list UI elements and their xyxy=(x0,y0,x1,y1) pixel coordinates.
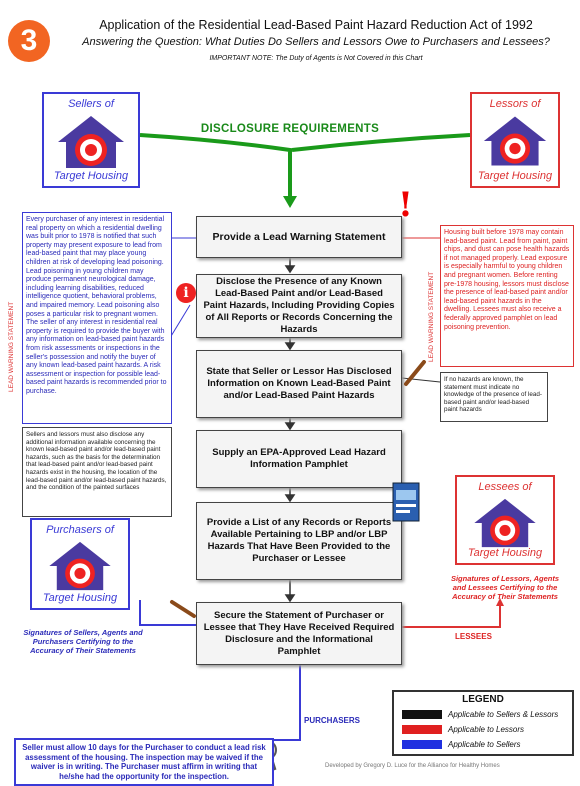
purchasers-flow-label: PURCHASERS xyxy=(304,716,361,725)
house-target-icon xyxy=(483,116,547,166)
lessees-sublabel: Target Housing xyxy=(467,547,543,559)
legend-title: LEGEND xyxy=(462,694,504,705)
step-provide-records: Provide a List of any Records or Reports… xyxy=(196,502,402,580)
legend-label: Applicable to Sellers & Lessors xyxy=(448,709,559,719)
legend-label: Applicable to Sellers xyxy=(448,739,521,749)
legend-item: Applicable to Lessors xyxy=(402,724,524,734)
vertical-label-seller: LEAD WARNING STATEMENT xyxy=(8,301,15,392)
sellers-party-box: Sellers of Target Housing xyxy=(42,92,140,188)
pamphlet-icon xyxy=(392,482,420,522)
house-target-icon xyxy=(49,541,111,591)
lessors-sublabel: Target Housing xyxy=(477,170,553,182)
lessors-party-box: Lessors of Target Housing xyxy=(470,92,560,188)
purchasers-sublabel: Target Housing xyxy=(42,592,118,604)
step-secure-statement: Secure the Statement of Purchaser or Les… xyxy=(196,602,402,665)
step-disclose-presence: Disclose the Presence of any Known Lead-… xyxy=(196,274,402,338)
page-title: Application of the Residential Lead-Base… xyxy=(99,18,533,32)
pen-icon xyxy=(404,360,426,386)
sellers-sublabel: Target Housing xyxy=(53,170,129,182)
green-arrow-sellers xyxy=(139,133,292,198)
step-lead-warning: Provide a Lead Warning Statement xyxy=(196,216,402,258)
seller-signatures-note: Signatures of Sellers, Agents and Purcha… xyxy=(23,628,143,655)
house-target-icon xyxy=(58,116,124,168)
legend-swatch-black xyxy=(402,709,442,719)
page-subtitle: Answering the Question: What Duties Do S… xyxy=(82,36,550,48)
legend-item: Applicable to Sellers & Lessors xyxy=(402,709,558,719)
legend: LEGEND Applicable to Sellers & Lessors A… xyxy=(392,690,574,756)
step-state-disclosed: State that Seller or Lessor Has Disclose… xyxy=(196,350,402,418)
seller-lead-warning-statement: Every purchaser of any interest in resid… xyxy=(22,212,172,424)
lessor-lead-warning-statement: Housing built before 1978 may contain le… xyxy=(440,225,574,367)
pen-icon xyxy=(170,600,196,618)
disclosure-requirements-label: DISCLOSURE REQUIREMENTS xyxy=(200,123,380,135)
lessees-party-box: Lessees of Target Housing xyxy=(455,475,555,565)
section-number-badge: 3 xyxy=(8,20,50,62)
lessors-label: Lessors of xyxy=(489,98,541,110)
step-arrows xyxy=(284,258,296,603)
lessees-label: Lessees of xyxy=(478,481,532,493)
purchasers-party-box: Purchasers of Target Housing xyxy=(30,518,130,610)
green-arrowhead xyxy=(283,196,297,208)
house-target-icon xyxy=(474,498,536,548)
additional-info-note: Sellers and lessors must also disclose a… xyxy=(22,427,172,517)
legend-swatch-blue xyxy=(402,739,442,749)
inspection-period-note: Seller must allow 10 days for the Purcha… xyxy=(14,738,274,786)
exclamation-icon: ! xyxy=(398,185,413,225)
legend-item: Applicable to Sellers xyxy=(402,739,520,749)
lessees-flow-label: LESSEES xyxy=(455,632,492,641)
legend-label: Applicable to Lessors xyxy=(448,724,525,734)
info-icon: i xyxy=(176,283,196,303)
green-arrow-lessors xyxy=(291,133,471,152)
no-hazards-note: If no hazards are known, the statement m… xyxy=(440,372,548,422)
lessor-signatures-note: Signatures of Lessors, Agents and Lessee… xyxy=(450,574,560,601)
sellers-label: Sellers of xyxy=(68,98,114,110)
important-note: IMPORTANT NOTE: The Duty of Agents is No… xyxy=(209,55,423,62)
step-supply-pamphlet: Supply an EPA-Approved Lead Hazard Infor… xyxy=(196,430,402,488)
vertical-label-lessor: LEAD WARNING STATEMENT xyxy=(428,271,435,362)
purchasers-label: Purchasers of xyxy=(46,524,114,536)
legend-swatch-red xyxy=(402,724,442,734)
credit-line: Developed by Gregory D. Luce for the All… xyxy=(325,763,500,769)
